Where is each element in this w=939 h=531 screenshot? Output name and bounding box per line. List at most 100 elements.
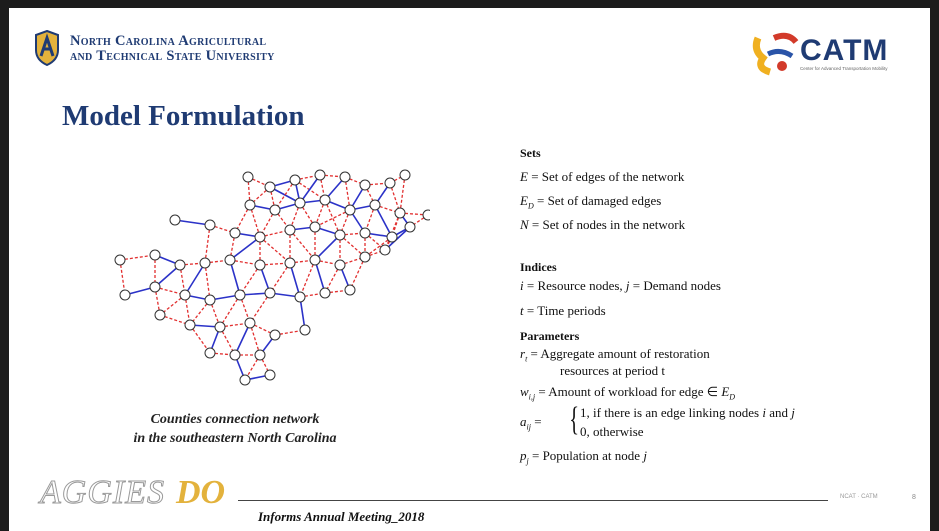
catm-tagline: Center for Advanced Transportation Mobil… bbox=[800, 66, 888, 71]
parameters-heading: Parameters bbox=[520, 329, 580, 343]
network-edge-damaged bbox=[119, 254, 156, 261]
network-node bbox=[254, 349, 266, 361]
network-edge-damaged bbox=[259, 236, 291, 264]
param-w-text: = Amount of workload for edge ∈ bbox=[535, 384, 722, 399]
network-edge-damaged bbox=[339, 234, 366, 258]
network-node bbox=[264, 181, 276, 193]
network-node bbox=[359, 251, 371, 263]
network-node bbox=[239, 374, 251, 386]
network-node bbox=[284, 224, 296, 236]
county-network-figure bbox=[114, 169, 430, 386]
param-a-lhs: aij = bbox=[520, 414, 542, 432]
network-node bbox=[404, 221, 416, 233]
network-edge-damaged bbox=[349, 256, 366, 291]
param-p-j: j bbox=[643, 448, 647, 463]
network-node bbox=[384, 177, 396, 189]
network-edge-intact bbox=[234, 322, 251, 356]
footer-small-text: NCAT · CATM bbox=[840, 494, 878, 500]
network-node bbox=[119, 289, 131, 301]
network-edge-damaged bbox=[364, 236, 393, 258]
network-edge-damaged bbox=[189, 324, 211, 354]
network-edge-damaged bbox=[269, 262, 291, 294]
set-n-line: N = Set of nodes in the network bbox=[520, 217, 685, 233]
network-edge-damaged bbox=[204, 262, 211, 301]
network-node bbox=[422, 209, 430, 221]
university-line-2: and Technical State University bbox=[70, 48, 275, 64]
network-edge-intact bbox=[314, 259, 326, 294]
param-p-subscript: j bbox=[526, 456, 529, 466]
param-a-symbol: a bbox=[520, 414, 527, 429]
page-number: 8 bbox=[912, 494, 916, 501]
network-node bbox=[199, 257, 211, 269]
network-node bbox=[399, 169, 411, 181]
network-edge-damaged bbox=[249, 292, 271, 324]
network-edge-intact bbox=[299, 296, 306, 331]
sets-heading: Sets bbox=[520, 146, 541, 160]
network-edge-damaged bbox=[249, 204, 261, 238]
footer-meeting: Informs Annual Meeting_2018 bbox=[258, 509, 425, 524]
catm-logo-mark bbox=[752, 32, 799, 76]
network-node bbox=[254, 231, 266, 243]
network-edge-damaged bbox=[239, 264, 261, 296]
network-node bbox=[319, 287, 331, 299]
network-edge-damaged bbox=[409, 214, 429, 228]
footer-rule bbox=[238, 500, 828, 501]
network-edge-damaged bbox=[274, 179, 296, 211]
network-node bbox=[269, 204, 281, 216]
network-node bbox=[229, 349, 241, 361]
network-node bbox=[204, 219, 216, 231]
network-edge-damaged bbox=[289, 229, 316, 261]
network-node bbox=[204, 294, 216, 306]
university-line-1: North Carolina Agricultural bbox=[70, 33, 267, 49]
param-r-text-2: resources at period t bbox=[560, 363, 666, 378]
network-edge-damaged bbox=[324, 199, 341, 236]
network-node bbox=[359, 179, 371, 191]
param-w-line: wi,j = Amount of workload for edge ∈ ED bbox=[520, 384, 735, 402]
network-edge-damaged bbox=[399, 174, 406, 214]
network-node bbox=[149, 249, 161, 261]
network-node bbox=[319, 194, 331, 206]
index-j-text: = Demand nodes bbox=[629, 278, 721, 293]
network-node bbox=[294, 291, 306, 303]
index-i-symbol: i bbox=[520, 278, 524, 293]
piecewise-brace: { bbox=[569, 401, 580, 438]
network-node bbox=[309, 221, 321, 233]
caption-line-2: in the southeastern North Carolina bbox=[133, 431, 337, 446]
university-name: North Carolina Agricultural and Technica… bbox=[70, 34, 275, 64]
param-a-case-1-j: j bbox=[791, 405, 795, 420]
caption-line-1: Counties connection network bbox=[150, 412, 320, 427]
network-edge-intact bbox=[269, 186, 301, 204]
network-node bbox=[224, 254, 236, 266]
network-edge-damaged bbox=[249, 322, 261, 356]
param-w-set-subscript: D bbox=[729, 392, 736, 402]
network-node bbox=[264, 287, 276, 299]
param-a-equals: = bbox=[530, 414, 542, 429]
network-edge-damaged bbox=[259, 354, 271, 376]
param-a-case-1-i: i bbox=[762, 405, 766, 420]
param-a-case-1: 1, if there is an edge linking nodes i a… bbox=[580, 405, 795, 421]
network-node bbox=[204, 347, 216, 359]
network-edge-damaged bbox=[299, 259, 316, 298]
param-r-text: = Aggregate amount of restoration bbox=[527, 346, 710, 361]
network-edge-damaged bbox=[344, 176, 351, 211]
network-node bbox=[309, 254, 321, 266]
indices-heading: Indices bbox=[520, 260, 557, 274]
set-ed-text: = Set of damaged edges bbox=[533, 193, 662, 208]
network-node bbox=[334, 259, 346, 271]
param-w-symbol: w bbox=[520, 384, 529, 399]
network-edge-intact bbox=[289, 262, 301, 298]
network-node bbox=[234, 289, 246, 301]
param-w-set: E bbox=[721, 384, 730, 399]
network-node bbox=[294, 197, 306, 209]
catm-logo-text: CATM bbox=[800, 34, 889, 67]
network-edge-intact bbox=[229, 259, 241, 296]
network-node bbox=[264, 369, 276, 381]
network-node bbox=[299, 324, 311, 336]
network-edge-intact bbox=[374, 204, 393, 238]
param-p-symbol: p bbox=[520, 448, 527, 463]
param-a-case-1-text: 1, if there is an edge linking nodes bbox=[580, 405, 763, 420]
set-n-text: = Set of nodes in the network bbox=[528, 217, 686, 232]
set-e-text: = Set of edges of the network bbox=[527, 169, 685, 184]
network-edge-intact bbox=[229, 236, 261, 261]
network-edge-intact bbox=[299, 174, 321, 204]
